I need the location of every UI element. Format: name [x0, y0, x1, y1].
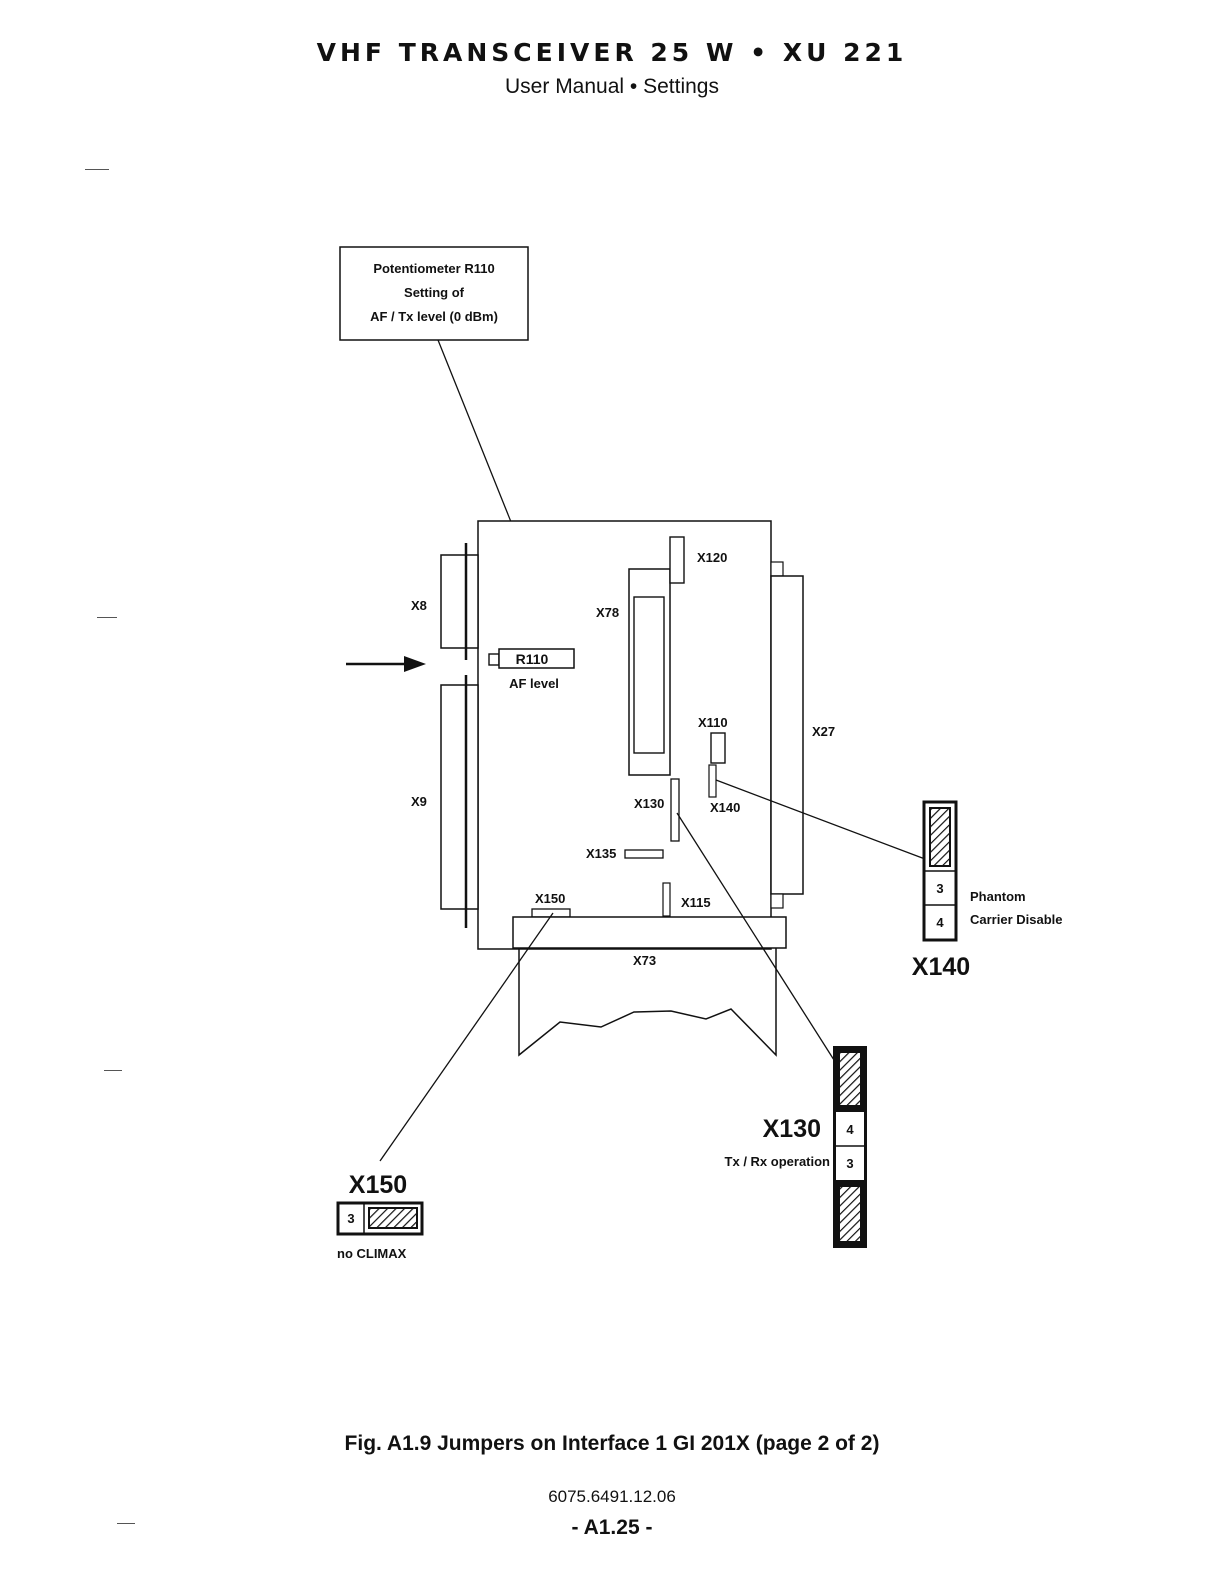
x130-desc: Tx / Rx operation: [725, 1154, 831, 1169]
label-x130-board: X130: [634, 796, 664, 811]
x150-title: X150: [349, 1171, 407, 1199]
label-x150-board: X150: [535, 891, 565, 906]
callout-line-3: AF / Tx level (0 dBm): [370, 309, 498, 324]
r110-body: [498, 648, 575, 669]
connector-x78-inner: [633, 596, 665, 754]
connector-x130: [670, 778, 680, 842]
label-x140-board: X140: [710, 800, 740, 815]
x140-pin-3: 3: [936, 881, 943, 896]
label-x78: X78: [596, 605, 619, 620]
x140-pin-4: 4: [936, 915, 944, 930]
label-x120: X120: [697, 550, 727, 565]
callout-line-2: Setting of: [404, 285, 465, 300]
x130-title: X130: [763, 1115, 821, 1143]
document-number: 6075.6491.12.06: [548, 1487, 676, 1506]
connector-x8: [440, 554, 479, 649]
page-subtitle: User Manual • Settings: [505, 75, 719, 98]
label-x8: X8: [411, 598, 427, 613]
jumper-x130: 4 3: [833, 1046, 867, 1248]
board-outline: [477, 520, 772, 950]
callout-line-1: Potentiometer R110: [373, 261, 494, 276]
connector-x110: [710, 732, 726, 764]
jumper-x150: 3: [336, 1201, 424, 1236]
connector-x115: [662, 882, 671, 917]
page-header: VHF TRANSCEIVER 25 W • XU 221 User Manua…: [0, 38, 1224, 99]
connector-x27-tab-top: [770, 561, 784, 577]
x140-desc-1: Phantom: [970, 889, 1026, 904]
x140-title: X140: [912, 953, 970, 981]
x150-desc: no CLIMAX: [337, 1246, 407, 1261]
leader-x140: [715, 779, 926, 860]
label-x110: X110: [698, 715, 728, 730]
figure-caption: Fig. A1.9 Jumpers on Interface 1 GI 201X…: [344, 1432, 880, 1455]
label-x73: X73: [633, 953, 656, 968]
ribbon-cable: [518, 948, 777, 1057]
leader-x130: [676, 812, 835, 1061]
page-number: - A1.25 -: [571, 1516, 653, 1539]
x150-pin-3: 3: [347, 1211, 354, 1226]
connector-x140: [708, 764, 717, 798]
connector-x27-tab-bottom: [770, 893, 784, 909]
margin-mark: [97, 617, 117, 618]
x130-pin-3: 3: [846, 1156, 853, 1171]
label-x135: X135: [586, 846, 616, 861]
x140-desc-2: Carrier Disable: [970, 912, 1063, 927]
connector-x73: [512, 916, 787, 949]
r110-shaft: [488, 653, 500, 666]
connector-x9: [440, 684, 479, 910]
jumper-x140: 3 4: [922, 800, 958, 942]
label-af-level: AF level: [509, 676, 559, 691]
page-title: VHF TRANSCEIVER 25 W • XU 221: [316, 38, 908, 67]
margin-mark: [85, 169, 109, 170]
margin-mark: [117, 1523, 135, 1524]
connector-x135: [624, 849, 664, 859]
leader-x150: [379, 912, 554, 1162]
connector-x27: [770, 575, 804, 895]
arrow-icon: [346, 656, 426, 672]
margin-mark: [104, 1070, 122, 1071]
label-x27: X27: [812, 724, 835, 739]
x130-pin-4: 4: [846, 1122, 854, 1137]
label-x115: X115: [681, 895, 711, 910]
label-r110: R110: [516, 651, 549, 667]
connector-x120: [669, 536, 685, 584]
label-x9: X9: [411, 794, 427, 809]
potentiometer-callout: Potentiometer R110 Setting of AF / Tx le…: [339, 246, 529, 341]
